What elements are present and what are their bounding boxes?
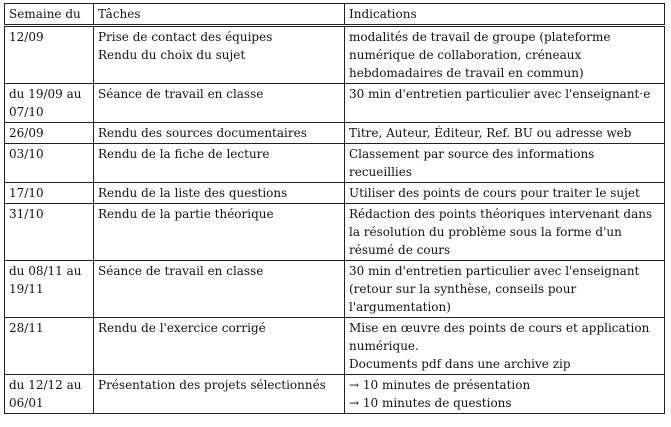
- task-text: Rendu de la partie théorique: [98, 207, 274, 221]
- note-text: → 10 minutes de questions: [349, 396, 512, 410]
- table-row: 28/11 Rendu de l'exercice corrigé Mise en …: [4, 317, 665, 375]
- tasks-cell: Rendu des sources documentaires: [93, 122, 345, 144]
- tasks-cell: Séance de travail en classe: [93, 83, 345, 123]
- header-notes: Indications: [344, 3, 665, 27]
- table-row: du 12/12 au 06/01 Présentation des projet…: [4, 374, 665, 414]
- note-text: modalités de travail de groupe (platefor…: [349, 30, 611, 80]
- table-row: du 19/09 au 07/10 Séance de travail en cl…: [4, 83, 665, 123]
- week-cell: 03/10: [4, 143, 94, 183]
- week-cell: 17/10: [4, 182, 94, 204]
- table-row: 17/10 Rendu de la liste des questions Util…: [4, 182, 665, 204]
- note-text: Rédaction des points théoriques interven…: [349, 207, 653, 257]
- week-cell: 28/11: [4, 317, 94, 375]
- note-text: Titre, Auteur, Éditeur, Ref. BU ou adres…: [349, 126, 632, 140]
- notes-cell: Mise en œuvre des points de cours et app…: [344, 317, 665, 375]
- note-text: → 10 minutes de présentation: [349, 378, 531, 392]
- note-text: Mise en œuvre des points de cours et app…: [349, 321, 650, 353]
- note-text: 30 min d'entretien particulier avec l'en…: [349, 264, 640, 314]
- header-tasks: Tâches: [93, 3, 345, 27]
- week-cell: du 08/11 au 19/11: [4, 260, 94, 318]
- header-week: Semaine du: [4, 3, 94, 27]
- table-row: 31/10 Rendu de la partie théorique Rédacti…: [4, 203, 665, 261]
- week-cell: 12/09: [4, 25, 94, 84]
- week-cell: du 19/09 au 07/10: [4, 83, 94, 123]
- tasks-cell: Rendu de la partie théorique: [93, 203, 345, 261]
- task-text: Rendu du choix du sujet: [98, 48, 246, 62]
- table-row: du 08/11 au 19/11 Séance de travail en cl…: [4, 260, 665, 318]
- tasks-cell: Présentation des projets sélectionnés: [93, 374, 345, 414]
- week-cell: 26/09: [4, 122, 94, 144]
- task-text: Rendu de la fiche de lecture: [98, 147, 270, 161]
- tasks-cell: Rendu de l'exercice corrigé: [93, 317, 345, 375]
- task-text: Rendu de l'exercice corrigé: [98, 321, 266, 335]
- task-text: Rendu des sources documentaires: [98, 126, 307, 140]
- week-cell: du 12/12 au 06/01: [4, 374, 94, 414]
- notes-cell: 30 min d'entretien particulier avec l'en…: [344, 83, 665, 123]
- notes-cell: 30 min d'entretien particulier avec l'en…: [344, 260, 665, 318]
- header-row: Semaine du Tâches Indications: [4, 3, 665, 27]
- notes-cell: Rédaction des points théoriques interven…: [344, 203, 665, 261]
- tasks-cell: Séance de travail en classe: [93, 260, 345, 318]
- table-row: 26/09 Rendu des sources documentaires Titr…: [4, 122, 665, 144]
- note-text: Documents pdf dans une archive zip: [349, 357, 571, 371]
- note-text: 30 min d'entretien particulier avec l'en…: [349, 87, 651, 101]
- notes-cell: Utiliser des points de cours pour traite…: [344, 182, 665, 204]
- week-cell: 31/10: [4, 203, 94, 261]
- notes-cell: modalités de travail de groupe (platefor…: [344, 25, 665, 84]
- task-text: Présentation des projets sélectionnés: [98, 378, 326, 392]
- notes-cell: → 10 minutes de présentation → 10 minutes…: [344, 374, 665, 414]
- note-text: Utiliser des points de cours pour traite…: [349, 186, 640, 200]
- task-text: Prise de contact des équipes: [98, 30, 273, 44]
- table-row: 03/10 Rendu de la fiche de lecture Classem…: [4, 143, 665, 183]
- task-text: Séance de travail en classe: [98, 264, 264, 278]
- notes-cell: Titre, Auteur, Éditeur, Ref. BU ou adres…: [344, 122, 665, 144]
- tasks-cell: Rendu de la fiche de lecture: [93, 143, 345, 183]
- notes-cell: Classement par source des informations r…: [344, 143, 665, 183]
- tasks-cell: Rendu de la liste des questions: [93, 182, 345, 204]
- task-text: Séance de travail en classe: [98, 87, 264, 101]
- task-text: Rendu de la liste des questions: [98, 186, 288, 200]
- note-text: Classement par source des informations r…: [349, 147, 595, 179]
